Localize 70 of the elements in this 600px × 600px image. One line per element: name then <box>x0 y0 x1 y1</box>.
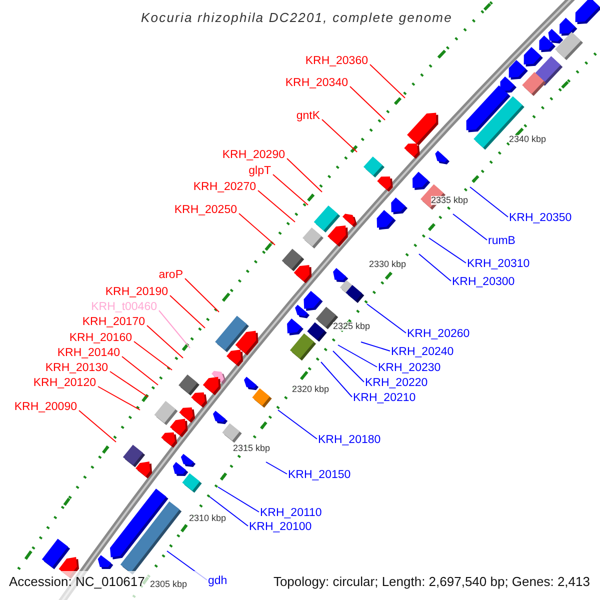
leader-line <box>146 325 184 358</box>
leader-line <box>134 341 172 370</box>
leader-line <box>266 462 288 474</box>
leader-line <box>110 371 148 398</box>
leader-line <box>78 410 116 442</box>
leader-line <box>370 64 406 98</box>
gene-label: KRH_20220 <box>365 378 428 390</box>
gene-label: KRH_20100 <box>249 522 312 534</box>
gene-label: aroP <box>158 270 183 282</box>
leader-line <box>338 344 378 368</box>
genome-info-text: Topology: circular; Length: 2,697,540 bp; Genes: 2,413 <box>273 575 590 588</box>
leader-line <box>184 278 220 312</box>
scale-label: 2335 kbp <box>431 196 468 205</box>
scale-label: 2315 kbp <box>233 444 270 453</box>
leader-line <box>418 254 452 282</box>
gene-label: KRH_20250 <box>174 205 237 216</box>
leader-line <box>158 310 190 348</box>
gene-label: KRH_20160 <box>69 333 132 344</box>
leader-line <box>210 496 248 526</box>
gene-label: KRH_20180 <box>318 435 381 446</box>
leader-line <box>428 238 466 264</box>
gene-label: gntK <box>296 111 320 122</box>
gene-label: KRH_20360 <box>305 56 368 68</box>
leader-line <box>258 190 296 222</box>
gene-label: KRH_20140 <box>57 348 120 360</box>
scale-label: 2325 kbp <box>333 322 370 331</box>
gene-label: gdh <box>208 576 228 588</box>
leader-line <box>98 386 140 410</box>
map-title: Kocuria rhizophila DC2201, complete genome <box>141 11 452 24</box>
gene-label: KRH_20350 <box>509 213 572 224</box>
scale-label: 2330 kbp <box>369 260 406 269</box>
gene-label: KRH_20230 <box>378 363 441 374</box>
gene-label: KRH_20210 <box>353 393 416 404</box>
gene-label: KRH_20170 <box>82 317 145 328</box>
gene-label: rumB <box>488 236 516 248</box>
gene-label: glpT <box>248 166 271 178</box>
gene-label: KRH_20290 <box>222 150 285 162</box>
gene-label: KRH_20340 <box>285 78 348 90</box>
gene-label: KRH_20120 <box>33 378 96 390</box>
leader-line <box>322 119 358 152</box>
gene-label: KRH_20300 <box>452 277 515 288</box>
leader-line <box>272 174 308 206</box>
scale-label: 2340 kbp <box>509 135 546 144</box>
leader-line <box>122 356 158 386</box>
leader-line <box>218 486 260 512</box>
leader-line <box>170 295 206 328</box>
accession-text: Accession: NC_010617 <box>9 575 145 588</box>
gene-label: KRH_20270 <box>193 182 256 194</box>
scale-label: 2310 kbp <box>189 514 226 523</box>
gene-label: KRH_20310 <box>467 259 530 270</box>
gene-label: KRH_t00460 <box>91 302 157 314</box>
leader-line <box>350 86 386 120</box>
leader-line <box>452 214 488 240</box>
gene-label: KRH_20130 <box>45 363 108 374</box>
gene-label: KRH_20110 <box>260 508 322 520</box>
leader-line <box>278 410 318 440</box>
leader-line <box>366 304 406 334</box>
gene-label: KRH_20090 <box>14 402 77 414</box>
leader-line <box>470 186 508 218</box>
scale-label: 2320 kbp <box>292 385 330 394</box>
leader-line <box>332 350 364 382</box>
leader-line <box>286 158 322 192</box>
leader-line <box>320 362 352 398</box>
scale-label: 2305 kbp <box>150 580 188 589</box>
gene-label: KRH_20260 <box>407 329 470 340</box>
gene-label: KRH_20240 <box>391 347 454 358</box>
leader-line <box>238 213 276 246</box>
gene-label: KRH_20190 <box>105 287 168 298</box>
gene-label: KRH_20150 <box>288 470 351 482</box>
leader-line <box>360 342 390 352</box>
